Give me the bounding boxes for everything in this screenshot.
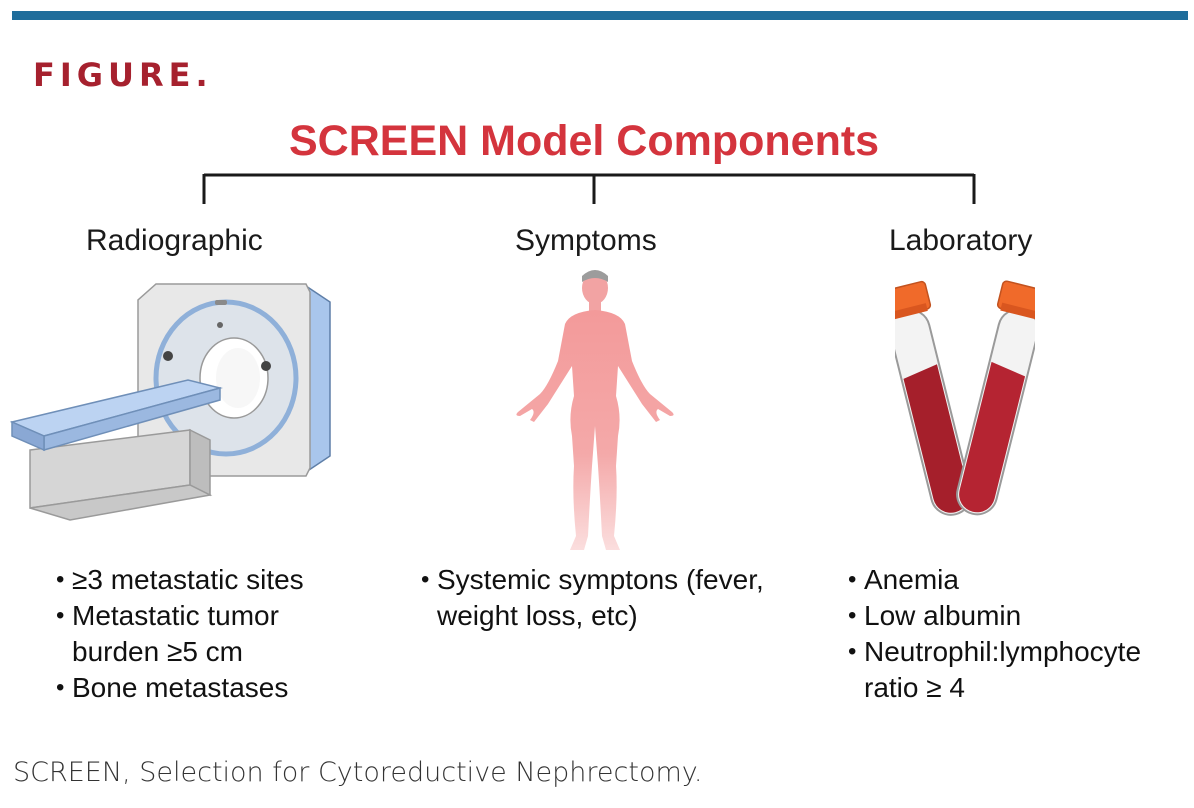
list-item: Bone metastases bbox=[56, 670, 356, 706]
category-title-radiographic: Radiographic bbox=[86, 224, 263, 258]
symptoms-list: Systemic symptons (fever, weight loss, e… bbox=[421, 562, 771, 634]
list-item: ≥3 metastatic sites bbox=[56, 562, 356, 598]
list-item: Systemic symptons (fever, weight loss, e… bbox=[421, 562, 771, 634]
list-item: Metastatic tumor burden ≥5 cm bbox=[56, 598, 356, 670]
ct-scanner-icon bbox=[10, 280, 335, 530]
category-title-laboratory: Laboratory bbox=[889, 224, 1032, 258]
laboratory-list: Anemia Low albumin Neutrophil:lymphocyte… bbox=[848, 562, 1188, 706]
radiographic-list: ≥3 metastatic sites Metastatic tumor bur… bbox=[56, 562, 356, 706]
list-item: Low albumin bbox=[848, 598, 1188, 634]
category-title-symptoms: Symptoms bbox=[515, 224, 657, 258]
human-body-icon bbox=[510, 266, 680, 558]
blood-tubes-icon bbox=[895, 276, 1035, 531]
list-item: Neutrophil:lymphocyte ratio ≥ 4 bbox=[848, 634, 1188, 706]
list-item: Anemia bbox=[848, 562, 1188, 598]
figure-caption: SCREEN, Selection for Cytoreductive Neph… bbox=[13, 757, 703, 788]
tree-connector bbox=[0, 0, 1194, 220]
